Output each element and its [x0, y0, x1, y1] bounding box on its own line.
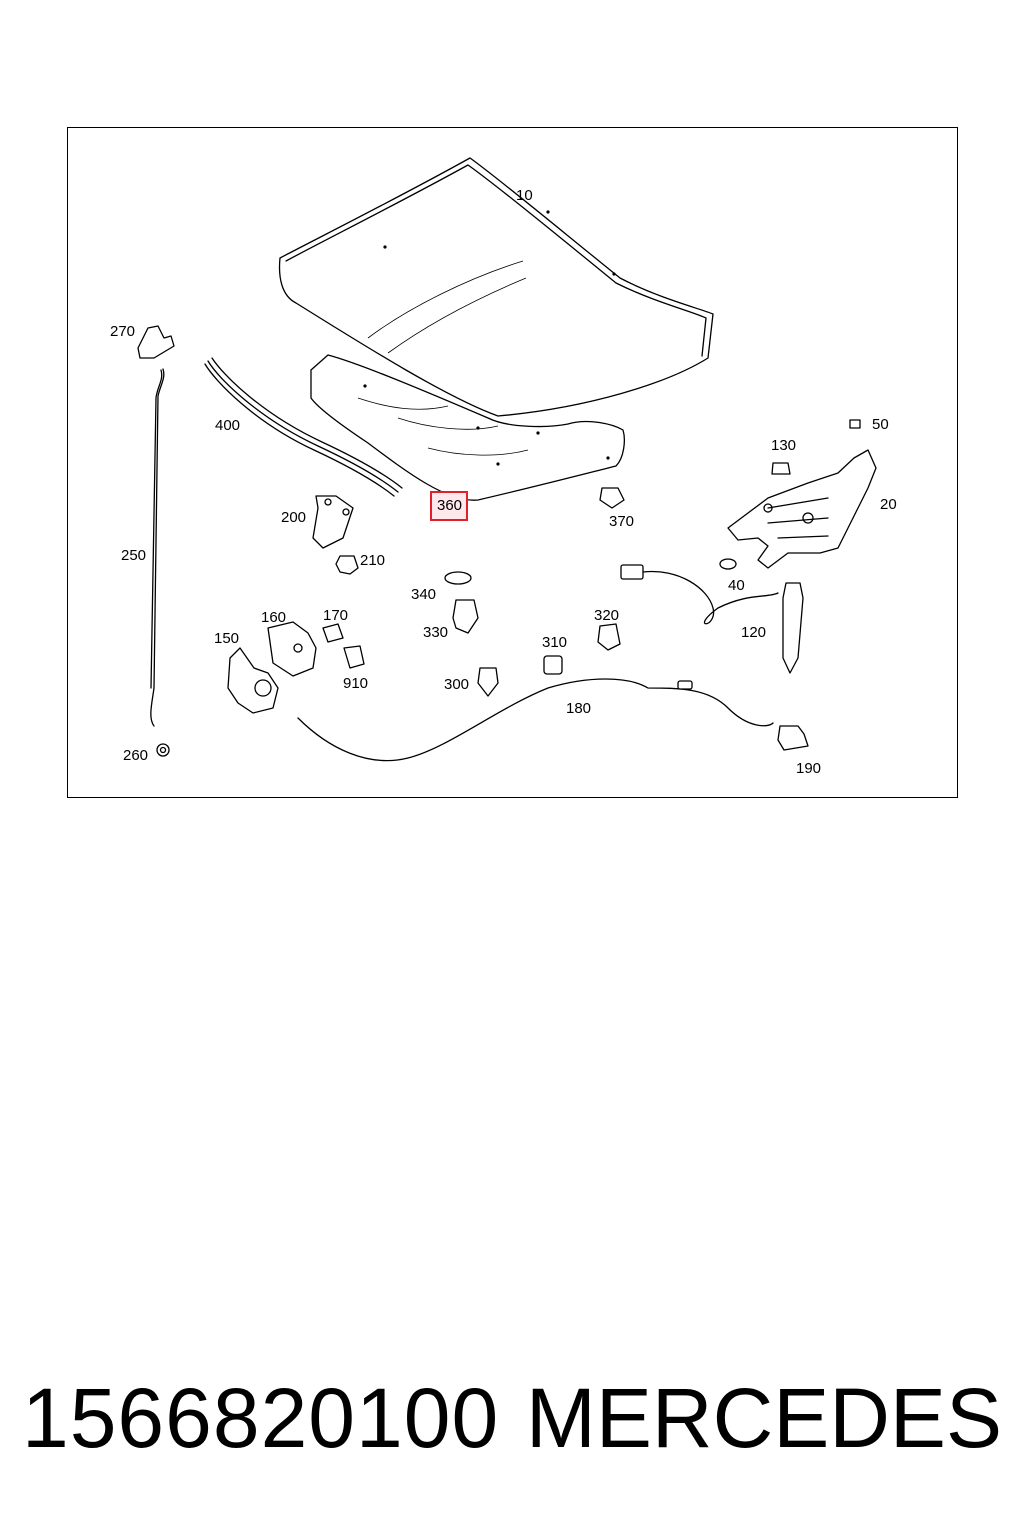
callout-910: 910: [343, 675, 368, 692]
callout-20: 20: [880, 496, 897, 513]
callout-310: 310: [542, 634, 567, 651]
callout-200: 200: [281, 509, 306, 526]
callout-40: 40: [728, 577, 745, 594]
callout-330: 330: [423, 624, 448, 641]
clip-330-340: [444, 571, 479, 634]
parts-diagram: 10 20 40 50 120 130 150 160 170 180 190 200 210 250 26…: [110, 157, 897, 777]
clip-370: [599, 487, 625, 509]
callout-260: 260: [123, 747, 148, 764]
brand-name: MERCEDES: [525, 1371, 1002, 1465]
parts-diagram-frame: 10 20 40 50 120 130 150 160 170 180 190 200 210 250 26…: [67, 127, 958, 798]
callout-layer: 10 20 40 50 120 130 150 160 170 180 190 200 210 250 26…: [110, 187, 897, 777]
prop-rod-assembly: [137, 325, 175, 757]
callout-150: 150: [214, 630, 239, 647]
callout-340: 340: [411, 586, 436, 603]
callout-270: 270: [110, 323, 135, 340]
callout-50: 50: [872, 416, 889, 433]
callout-190: 190: [796, 760, 821, 777]
callout-160: 160: [261, 609, 286, 626]
callout-360: 360: [437, 497, 462, 514]
hood-insulation-mat: [310, 354, 625, 501]
callout-10: 10: [516, 187, 533, 204]
switch-cable-120: [620, 564, 804, 674]
part-number: 1566820100: [22, 1371, 500, 1465]
hood-panel: [278, 157, 714, 417]
callout-370: 370: [609, 513, 634, 530]
callout-120: 120: [741, 624, 766, 641]
callout-250: 250: [121, 547, 146, 564]
callout-400: 400: [215, 417, 240, 434]
footer: 1566820100 MERCEDES: [0, 1370, 1024, 1470]
hinge-bracket-200: [312, 495, 359, 575]
clips-300-310-320: [477, 623, 621, 697]
hood-seal-strip: [204, 357, 403, 497]
highlight-box: [430, 491, 468, 521]
hood-latch-20: [719, 419, 877, 570]
callout-320: 320: [594, 607, 619, 624]
release-lever-assembly: [227, 621, 365, 714]
callout-170: 170: [323, 607, 348, 624]
callout-300: 300: [444, 676, 469, 693]
callout-130: 130: [771, 437, 796, 454]
callout-180: 180: [566, 700, 591, 717]
release-cable-180: [297, 678, 809, 762]
callout-210: 210: [360, 552, 385, 569]
